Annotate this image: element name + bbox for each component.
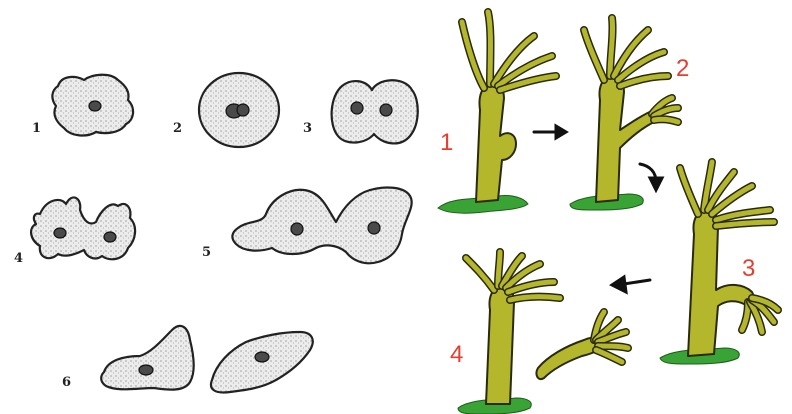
amoeba-label-4: 4 <box>14 251 23 266</box>
nucleus <box>380 104 392 116</box>
tentacles <box>466 252 560 300</box>
amoeba-stage-5: 5 <box>202 188 412 264</box>
nucleus <box>237 104 249 116</box>
hydra-body <box>596 76 659 202</box>
nucleus <box>89 101 101 111</box>
arrow-curved-down-icon <box>640 164 662 190</box>
amoeba-daughter-cell <box>101 326 194 390</box>
tentacles <box>680 162 774 226</box>
amoeba-label-6: 6 <box>62 375 71 390</box>
amoeba-label-5: 5 <box>202 245 211 260</box>
amoeba-cell <box>31 197 135 259</box>
hydra-label-3: 3 <box>742 255 755 282</box>
amoeba-stage-2: 2 <box>173 73 279 147</box>
nucleus <box>351 102 363 114</box>
hydra-label-4: 4 <box>450 341 463 368</box>
tentacles <box>584 18 668 86</box>
amoeba-cell <box>332 80 418 143</box>
hydra-stage-2: 2 <box>570 18 689 210</box>
amoeba-fission-panel: 1 2 3 4 5 <box>14 73 418 393</box>
amoeba-stage-6: 6 <box>62 326 313 393</box>
amoeba-stage-1: 1 <box>32 75 133 136</box>
nucleus <box>139 365 153 375</box>
arrow-right-icon <box>534 126 566 138</box>
hydra-body <box>476 84 516 202</box>
amoeba-label-3: 3 <box>303 121 312 136</box>
arrow-left-icon <box>612 277 650 292</box>
hydra-budding-panel: 1 2 <box>438 12 778 414</box>
detached-bud <box>536 312 628 379</box>
nucleus <box>255 352 269 362</box>
nucleus <box>368 222 380 234</box>
amoeba-label-2: 2 <box>173 121 182 136</box>
amoeba-label-1: 1 <box>32 121 41 136</box>
bud-tentacles <box>652 98 678 122</box>
nucleus <box>291 223 303 235</box>
hydra-stage-3: 3 <box>660 162 778 364</box>
amoeba-stage-3: 3 <box>303 80 418 143</box>
hydra-stage-1: 1 <box>438 12 556 213</box>
nucleus <box>54 228 66 238</box>
nucleus <box>104 232 116 242</box>
bud-tentacles <box>742 298 778 332</box>
amoeba-stage-4: 4 <box>14 197 135 266</box>
hydra-stage-4: 4 <box>450 252 628 414</box>
hydra-label-1: 1 <box>440 129 453 156</box>
hydra-body <box>688 210 754 356</box>
tentacles <box>462 12 556 90</box>
hydra-label-2: 2 <box>676 55 689 82</box>
amoeba-cell <box>232 188 411 264</box>
